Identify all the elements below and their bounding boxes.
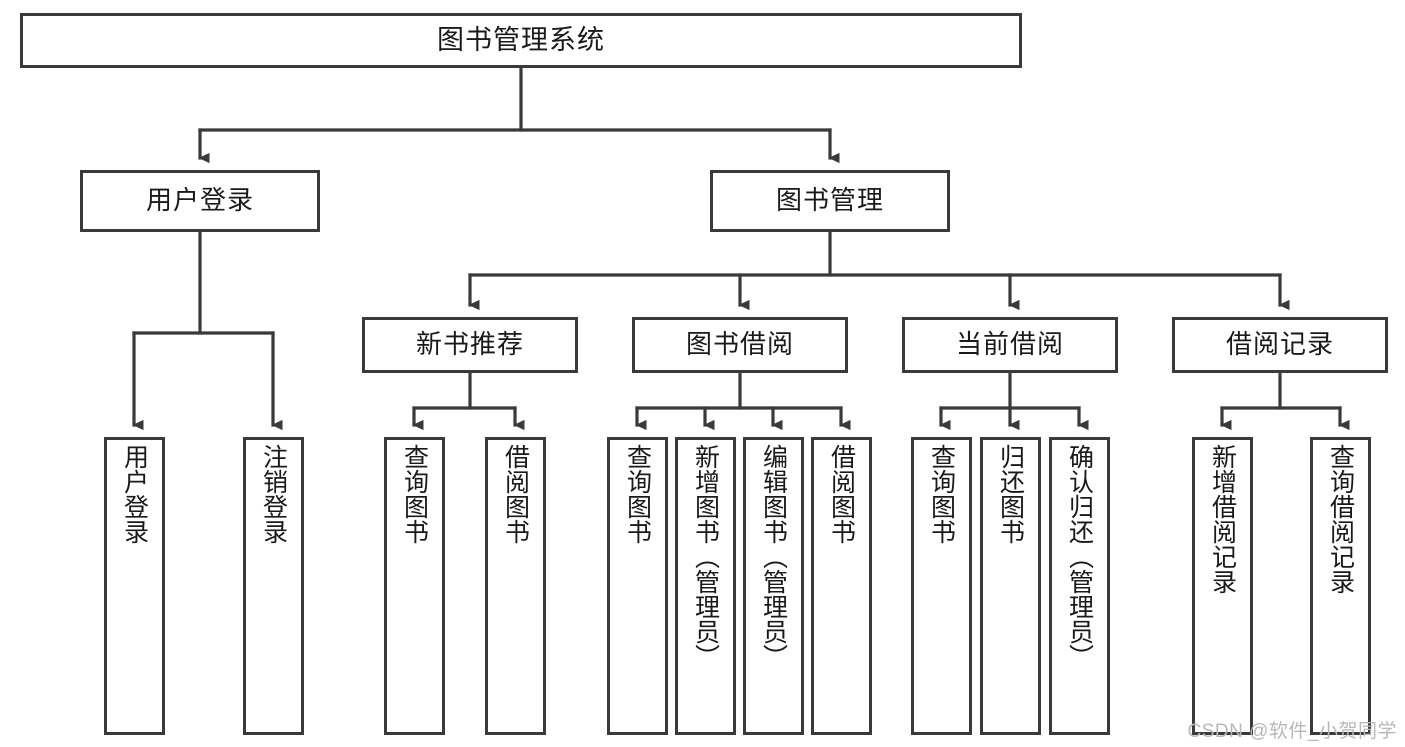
node-leaf-query-borrow-record[interactable]: 查询借阅记录 xyxy=(1310,437,1371,735)
node-book-borrow[interactable]: 图书借阅 xyxy=(632,317,848,373)
node-leaf-confirm-return[interactable]: 确认归还（管理员） xyxy=(1049,437,1110,735)
node-label: 图书管理系统 xyxy=(437,25,605,56)
node-leaf-borrow-book-recommend[interactable]: 借阅图书 xyxy=(485,437,546,735)
node-label: 借阅图书 xyxy=(827,444,856,544)
node-new-book-recommend[interactable]: 新书推荐 xyxy=(362,317,578,373)
node-label: 图书管理 xyxy=(775,185,884,216)
node-label: 借阅图书 xyxy=(501,444,530,544)
node-label: 查询借阅记录 xyxy=(1326,444,1355,594)
node-leaf-return-book[interactable]: 归还图书 xyxy=(980,437,1041,735)
node-leaf-query-book-current[interactable]: 查询图书 xyxy=(911,437,972,735)
node-label: 确认归还（管理员） xyxy=(1065,444,1094,669)
node-leaf-borrow-book[interactable]: 借阅图书 xyxy=(811,437,872,735)
node-label: 查询图书 xyxy=(400,444,429,544)
node-borrow-record[interactable]: 借阅记录 xyxy=(1172,317,1388,373)
node-label: 当前借阅 xyxy=(955,329,1064,360)
node-root-book-management-system[interactable]: 图书管理系统 xyxy=(20,13,1022,68)
node-label: 查询图书 xyxy=(927,444,956,544)
csdn-watermark: CSDN @软件_小贺同学 xyxy=(1187,721,1397,742)
node-leaf-user-login[interactable]: 用户登录 xyxy=(104,437,165,735)
node-label: 编辑图书（管理员） xyxy=(759,444,788,669)
node-leaf-query-book-recommend[interactable]: 查询图书 xyxy=(384,437,445,735)
node-user-login[interactable]: 用户登录 xyxy=(80,170,320,232)
node-label: 归还图书 xyxy=(996,444,1025,544)
node-label: 借阅记录 xyxy=(1225,329,1334,360)
node-current-borrow[interactable]: 当前借阅 xyxy=(902,317,1118,373)
node-leaf-add-book[interactable]: 新增图书（管理员） xyxy=(675,437,736,735)
node-leaf-query-book-borrow[interactable]: 查询图书 xyxy=(607,437,668,735)
node-label: 注销登录 xyxy=(259,444,288,544)
node-label: 新增借阅记录 xyxy=(1208,444,1237,594)
node-label: 用户登录 xyxy=(145,185,254,216)
node-leaf-edit-book[interactable]: 编辑图书（管理员） xyxy=(743,437,804,735)
node-label: 图书借阅 xyxy=(685,329,794,360)
node-book-management[interactable]: 图书管理 xyxy=(710,170,950,232)
node-leaf-user-logout[interactable]: 注销登录 xyxy=(243,437,304,735)
node-leaf-add-borrow-record[interactable]: 新增借阅记录 xyxy=(1192,437,1253,735)
node-label: 查询图书 xyxy=(623,444,652,544)
node-label: 新书推荐 xyxy=(415,329,524,360)
node-label: 新增图书（管理员） xyxy=(691,444,720,669)
node-label: 用户登录 xyxy=(120,444,149,544)
